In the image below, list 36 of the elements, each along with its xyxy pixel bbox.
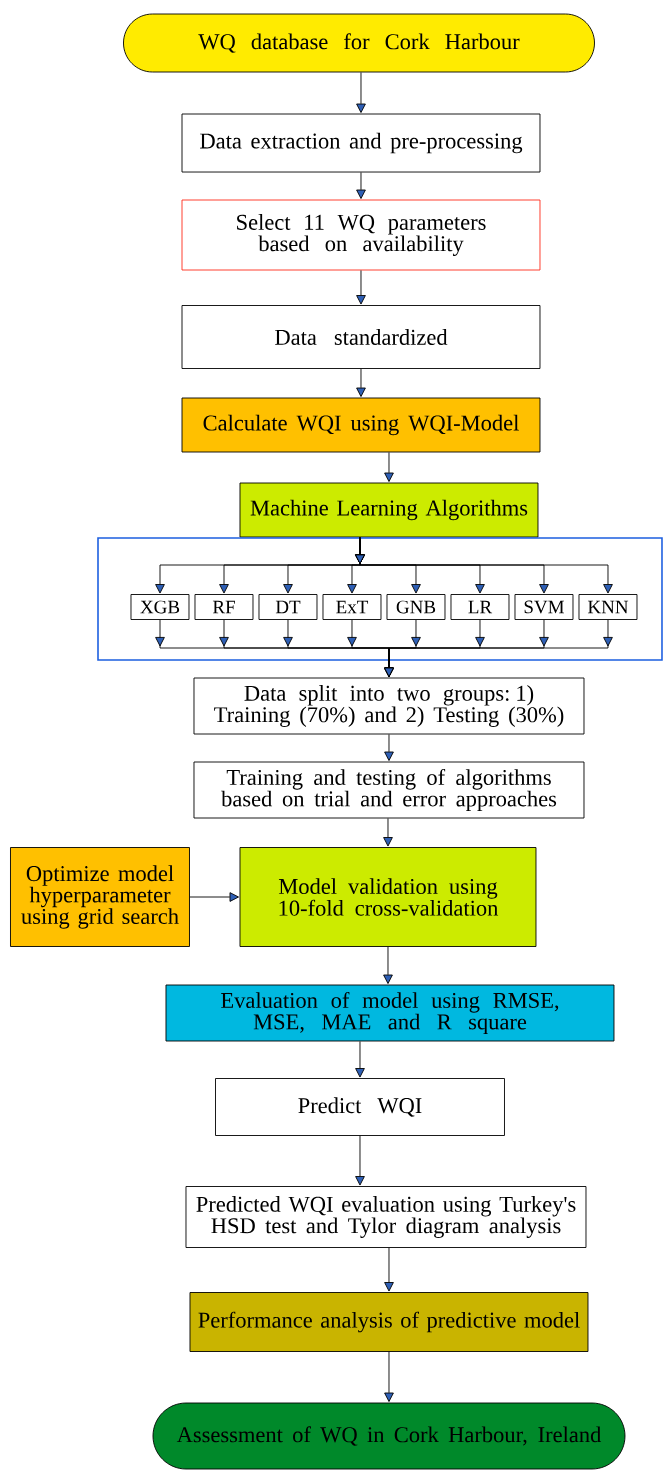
process-box: Evaluation of model using RMSE, MSE, MAE and R square: [165, 984, 615, 1042]
process-box: Predict WQI: [215, 1078, 505, 1136]
process-box: Data standardized: [181, 305, 541, 369]
algorithm-box: LR: [450, 594, 510, 620]
process-box: Select 11 WQ parameters based on availability: [181, 199, 541, 271]
algorithm-box: XGB: [130, 594, 190, 620]
arrow: [356, 368, 366, 397]
algorithm-box: RF: [194, 594, 254, 620]
arrow: [383, 946, 393, 984]
arrow: [384, 452, 394, 482]
algorithm-box: ExT: [322, 594, 382, 620]
process-box: Optimize model hyperparameter using grid search: [10, 847, 190, 947]
process-box: Predicted WQI evaluation using Turkey's HSD test and Tylor diagram analysis: [185, 1186, 587, 1248]
arrow: [355, 1135, 365, 1186]
arrow: [384, 619, 613, 677]
process-box: Machine Learning Algorithms: [239, 482, 539, 538]
algorithm-box: KNN: [578, 594, 638, 620]
arrow: [383, 818, 393, 847]
arrow: [384, 1247, 394, 1292]
arrow: [356, 270, 366, 305]
arrow: [384, 734, 394, 761]
arrow: [356, 172, 366, 199]
process-box: Calculate WQI using WQI-Model: [181, 397, 541, 453]
arrow: [384, 1351, 394, 1402]
arrow: [189, 892, 239, 902]
arrow: [356, 72, 366, 113]
process-box: Performance analysis of predictive model: [189, 1292, 589, 1352]
process-box: Training and testing of algorithms based on trial and error approaches: [193, 761, 585, 819]
algorithm-box: SVM: [514, 594, 574, 620]
process-box: Model validation using 10-fold cross-validation: [239, 847, 537, 947]
process-box: Data split into two groups: 1) Training (70%) and 2) Testing (30%): [193, 677, 585, 735]
algorithm-box: GNB: [386, 594, 446, 620]
arrow: [355, 1041, 365, 1078]
arrow: [355, 537, 613, 594]
process-box: Data extraction and pre-processing: [181, 113, 541, 173]
algorithm-box: DT: [258, 594, 318, 620]
